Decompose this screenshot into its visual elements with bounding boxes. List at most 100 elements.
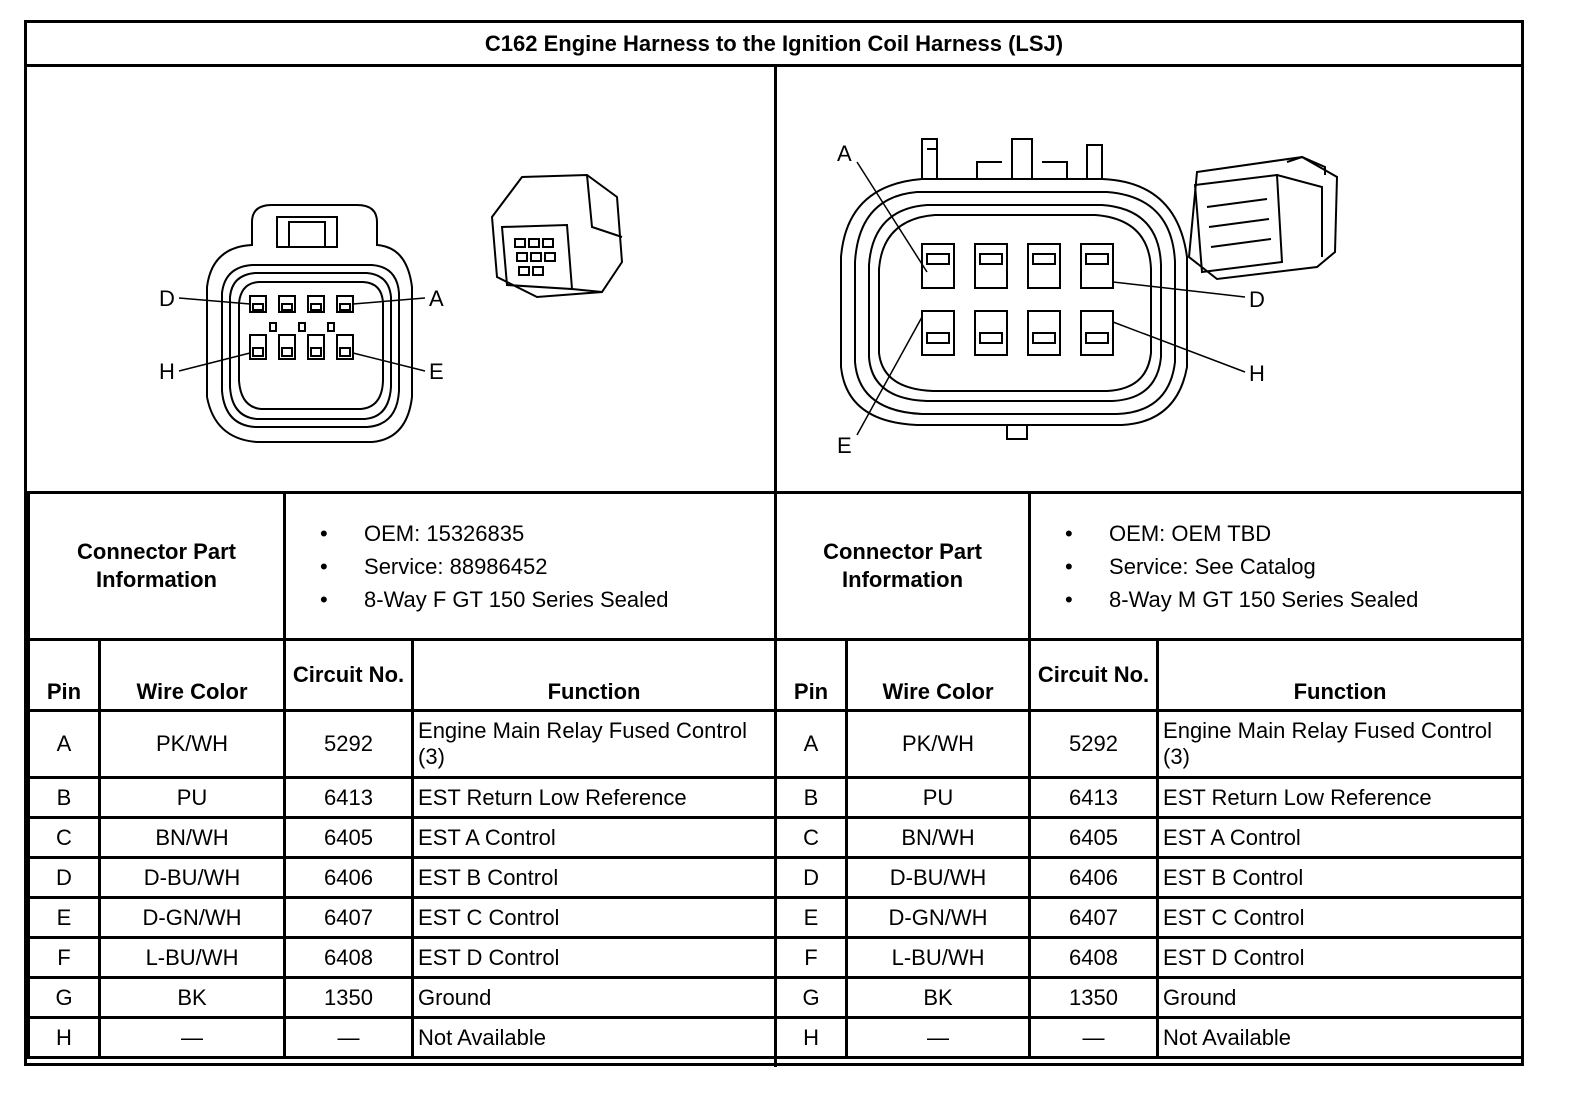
cell-function: EST D Control [411, 936, 778, 979]
cell-wire-color: BK [845, 976, 1032, 1019]
cell-circuit: 6406 [283, 856, 415, 899]
cell-pin: F [27, 936, 101, 979]
cell-circuit: — [283, 1016, 415, 1059]
cell-wire-color: D-BU/WH [845, 856, 1032, 899]
header-wire-color: Wire Color [97, 638, 287, 712]
cell-wire-color: L-BU/WH [845, 936, 1032, 979]
header-pin: Pin [774, 638, 849, 712]
female-connector-face-diagram: D A H E [159, 173, 624, 443]
cell-function: Engine Main Relay Fused Control (3) [1156, 709, 1525, 779]
cell-pin: B [27, 776, 101, 819]
pin-label-a: A [429, 286, 444, 311]
cell-pin: A [774, 709, 849, 779]
cell-circuit: 6407 [1028, 896, 1160, 939]
part-info-description: 8-Way F GT 150 Series Sealed [320, 583, 770, 616]
cell-wire-color: BN/WH [845, 816, 1032, 859]
cell-wire-color: PK/WH [97, 709, 287, 779]
pin-label-d: D [1249, 287, 1265, 312]
cell-function: EST A Control [411, 816, 778, 859]
cell-function: EST B Control [411, 856, 778, 899]
part-info-oem: OEM: 15326835 [320, 517, 770, 550]
pin-label-h: H [159, 359, 175, 384]
cell-function: EST Return Low Reference [1156, 776, 1525, 819]
cell-circuit: 6405 [283, 816, 415, 859]
cell-wire-color: PU [845, 776, 1032, 819]
cell-function: Not Available [1156, 1016, 1525, 1059]
cell-wire-color: D-BU/WH [97, 856, 287, 899]
header-circuit: Circuit No. [283, 638, 415, 712]
cell-pin: E [774, 896, 849, 939]
part-info-service: Service: 88986452 [320, 550, 770, 583]
page-title: C162 Engine Harness to the Ignition Coil… [27, 23, 1521, 67]
part-info-oem: OEM: OEM TBD [1065, 517, 1517, 550]
cell-circuit: — [1028, 1016, 1160, 1059]
cell-function: Engine Main Relay Fused Control (3) [411, 709, 778, 779]
cell-pin: A [27, 709, 101, 779]
cell-function: Not Available [411, 1016, 778, 1059]
cell-wire-color: — [845, 1016, 1032, 1059]
cell-wire-color: — [97, 1016, 287, 1059]
cell-pin: G [27, 976, 101, 1019]
cell-circuit: 6408 [283, 936, 415, 979]
table-header-row: Pin Wire Color Circuit No. Function Pin … [27, 638, 1525, 712]
cell-function: EST C Control [411, 896, 778, 939]
connector-iso-view [490, 173, 624, 299]
housing-latch [921, 138, 938, 179]
cell-function: EST Return Low Reference [411, 776, 778, 819]
cell-wire-color: PK/WH [845, 709, 1032, 779]
cell-pin: F [774, 936, 849, 979]
cell-circuit: 5292 [1028, 709, 1160, 779]
cell-pin: E [27, 896, 101, 939]
cell-pin: D [774, 856, 849, 899]
cell-pin: G [774, 976, 849, 1019]
connector-figure-male: A D H E [777, 67, 1527, 491]
housing-outline [840, 178, 1188, 426]
cell-circuit: 6407 [283, 896, 415, 939]
header-wire-color: Wire Color [845, 638, 1032, 712]
cell-wire-color: D-GN/WH [97, 896, 287, 939]
pin-label-a: A [837, 141, 852, 166]
cell-circuit: 5292 [283, 709, 415, 779]
cell-wire-color: L-BU/WH [97, 936, 287, 979]
part-info-right: OEM: OEM TBD Service: See Catalog 8-Way … [1028, 491, 1525, 641]
cell-function: Ground [1156, 976, 1525, 1019]
cell-circuit: 1350 [1028, 976, 1160, 1019]
cell-function: EST B Control [1156, 856, 1525, 899]
cell-pin: D [27, 856, 101, 899]
header-function: Function [411, 638, 778, 712]
cell-pin: C [774, 816, 849, 859]
pin-label-e: E [837, 433, 852, 458]
cell-function: EST A Control [1156, 816, 1525, 859]
cell-circuit: 6413 [1028, 776, 1160, 819]
housing-outline [206, 204, 413, 443]
header-function: Function [1156, 638, 1525, 712]
cell-pin: H [774, 1016, 849, 1059]
part-info-service: Service: See Catalog [1065, 550, 1517, 583]
connector-figure-female: D A H E [27, 67, 777, 491]
pin-label-h: H [1249, 361, 1265, 386]
cell-circuit: 6406 [1028, 856, 1160, 899]
pinout-table: Connector Part Information OEM: 15326835… [26, 491, 1525, 1059]
cell-circuit: 6405 [1028, 816, 1160, 859]
cell-pin: C [27, 816, 101, 859]
pin-label-e: E [429, 359, 444, 384]
cell-circuit: 1350 [283, 976, 415, 1019]
part-info-label-left: Connector Part Information [26, 491, 287, 641]
pin-label-d: D [159, 286, 175, 311]
cell-wire-color: BN/WH [97, 816, 287, 859]
cell-wire-color: BK [97, 976, 287, 1019]
cell-pin: H [27, 1016, 101, 1059]
cell-wire-color: D-GN/WH [845, 896, 1032, 939]
part-info-label-right: Connector Part Information [774, 491, 1032, 641]
cell-wire-color: PU [97, 776, 287, 819]
cell-circuit: 6413 [283, 776, 415, 819]
connector-iso-view [1187, 155, 1339, 281]
